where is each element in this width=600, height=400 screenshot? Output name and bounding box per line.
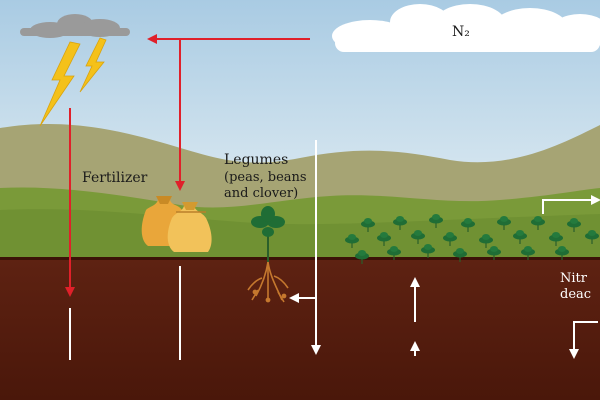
red-arrows bbox=[65, 34, 310, 297]
white-arrows bbox=[69, 140, 600, 360]
legumes-examples-line1: (peas, beans bbox=[224, 170, 307, 185]
crop-plant-icon bbox=[345, 214, 599, 264]
storm-cloud-icon bbox=[20, 14, 130, 38]
dead-label-partial: deac bbox=[560, 287, 592, 302]
white-arrow-crop bbox=[542, 195, 600, 214]
crop-plant-icon bbox=[521, 246, 535, 260]
crop-plant-icon bbox=[411, 230, 425, 244]
crop-plant-icon bbox=[549, 232, 563, 246]
root-icon bbox=[247, 261, 289, 303]
crop-plant-icon bbox=[531, 216, 545, 230]
crop-plant-icon bbox=[387, 246, 401, 260]
crop-plant-icon bbox=[421, 244, 435, 258]
crop-plant-icon bbox=[555, 246, 569, 260]
crop-plant-icon bbox=[567, 218, 581, 232]
fertilizer-label: Fertilizer bbox=[82, 170, 148, 186]
crop-plant-icon bbox=[361, 218, 375, 232]
cloud-icon bbox=[332, 4, 600, 52]
legume-plant-icon bbox=[251, 206, 285, 262]
fertilizer-sack-icon bbox=[141, 196, 212, 252]
lightning-icon bbox=[39, 37, 107, 127]
crop-plant-icon bbox=[355, 250, 369, 264]
n2-label: N₂ bbox=[452, 24, 470, 40]
crop-plant-icon bbox=[453, 248, 467, 262]
nitrogen-label-partial: Nitr bbox=[560, 271, 587, 286]
crop-plant-icon bbox=[443, 232, 457, 246]
legumes-label: Legumes bbox=[224, 152, 289, 168]
crop-plant-icon bbox=[479, 234, 493, 248]
crop-plant-icon bbox=[513, 230, 527, 244]
legumes-examples-line2: and clover) bbox=[224, 186, 299, 201]
crop-plant-icon bbox=[585, 230, 599, 244]
crop-plant-icon bbox=[461, 218, 475, 232]
crop-plant-icon bbox=[497, 216, 511, 230]
white-arrow-dead-down bbox=[569, 321, 598, 359]
soil bbox=[0, 258, 600, 400]
crop-plant-icon bbox=[377, 232, 391, 246]
crop-plant-icon bbox=[487, 246, 501, 260]
soil-edge bbox=[0, 257, 600, 260]
crop-plant-icon bbox=[345, 234, 359, 248]
crop-plant-icon bbox=[429, 214, 443, 228]
crop-plant-icon bbox=[393, 216, 407, 230]
